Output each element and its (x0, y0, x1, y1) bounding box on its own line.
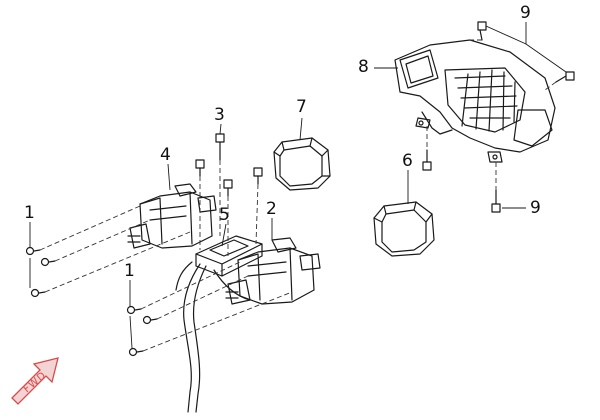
callout-2: 2 (266, 199, 277, 219)
callout-8: 8 (358, 57, 369, 77)
seal-ring-part-6 (373, 201, 435, 257)
alignment-lines (39, 39, 557, 352)
screw-part-1-lower (126, 305, 158, 357)
callout-7: 7 (296, 97, 307, 117)
callout-9-bottom: 9 (530, 198, 541, 218)
screw-part-3 (195, 133, 263, 197)
actuator-motor-part-4 (127, 183, 217, 249)
callout-1-upper: 1 (24, 203, 35, 223)
callout-1-lower: 1 (124, 261, 135, 281)
callout-4: 4 (160, 145, 171, 165)
seal-ring-part-7 (273, 137, 331, 191)
wire-harness (175, 261, 251, 413)
callout-5: 5 (219, 205, 230, 225)
screw-part-1-upper (25, 246, 56, 298)
callout-3: 3 (214, 105, 225, 125)
actuator-motor-part-2 (225, 237, 321, 305)
leader-lines (29, 22, 567, 349)
fwd-arrow-icon (11, 357, 59, 405)
callout-9-top: 9 (520, 3, 531, 23)
screw-part-9 (422, 21, 575, 213)
duct-housing-part-8 (394, 39, 556, 163)
callout-6: 6 (402, 151, 413, 171)
